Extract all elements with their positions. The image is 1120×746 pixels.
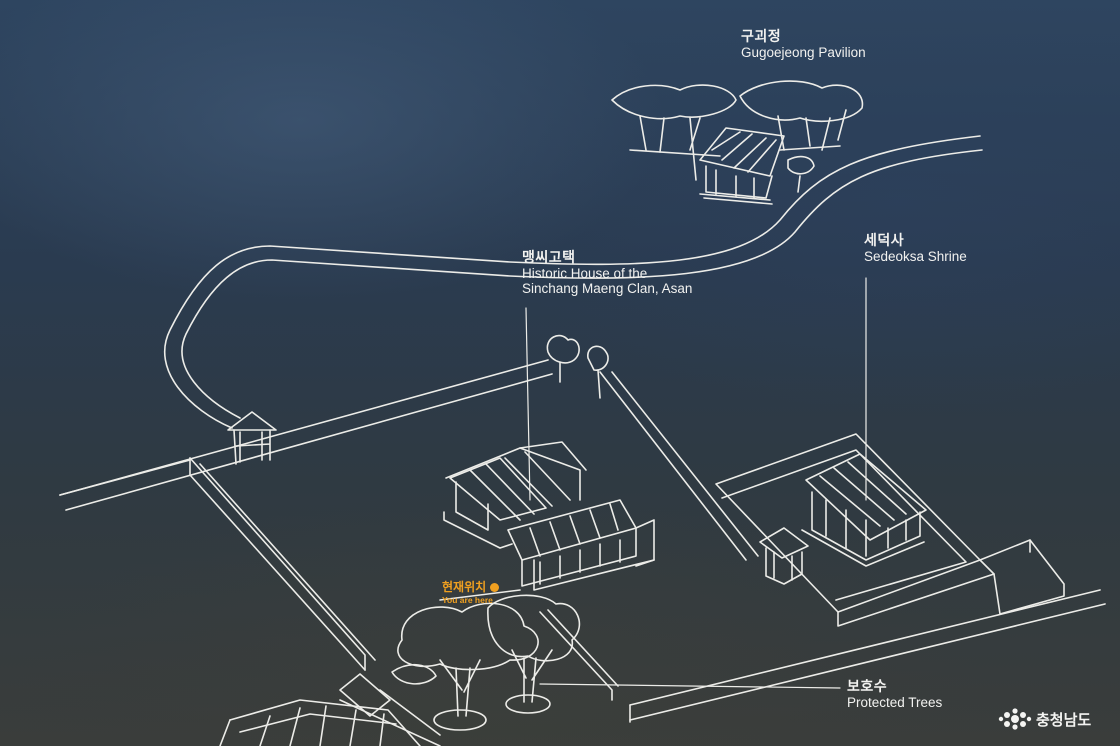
pavilion-label: 구괴정 Gugoejeong Pavilion xyxy=(741,28,866,60)
house-label: 맹씨고택 Historic House of the Sinchang Maen… xyxy=(522,249,692,297)
shrine-name-ko: 세덕사 xyxy=(864,232,905,248)
main-house xyxy=(443,441,655,591)
location-dot-icon xyxy=(490,583,500,592)
shrine-gate xyxy=(759,527,809,585)
entrance-gate xyxy=(227,411,277,465)
compound-walls xyxy=(59,359,1106,723)
path-road xyxy=(164,135,983,429)
trees-name-ko: 보호수 xyxy=(847,678,888,694)
house-name-en-line2: Sinchang Maeng Clan, Asan xyxy=(522,281,693,297)
house-name-ko: 맹씨고택 xyxy=(522,249,576,265)
you-are-here-en: You are here xyxy=(442,594,493,605)
leader-lines xyxy=(525,277,867,689)
trees-label: 보호수 Protected Trees xyxy=(847,678,942,710)
chungnam-flower-logo-icon xyxy=(998,708,1032,730)
trees-name-en: Protected Trees xyxy=(847,694,943,710)
pavilion xyxy=(699,127,785,205)
shrine-label: 세덕사 Sedeoksa Shrine xyxy=(864,232,967,264)
protected-trees xyxy=(391,594,581,731)
pavilion-trees xyxy=(611,80,864,193)
province-brand: 충청남도 xyxy=(998,708,1091,730)
back-trees xyxy=(546,334,609,399)
garden-fence xyxy=(339,609,619,746)
pavilion-name-ko: 구괴정 xyxy=(741,28,782,44)
shrine-name-en: Sedeoksa Shrine xyxy=(864,248,967,264)
house-name-en-line1: Historic House of the xyxy=(522,265,648,281)
you-are-here-ko: 현재위치 xyxy=(442,580,487,594)
pavilion-name-en: Gugoejeong Pavilion xyxy=(741,44,866,60)
bottom-buildings xyxy=(219,673,421,746)
you-are-here-marker: 현재위치 You are here xyxy=(442,578,500,605)
brand-name: 충청남도 xyxy=(1036,711,1092,729)
shrine-compound xyxy=(715,433,1065,627)
